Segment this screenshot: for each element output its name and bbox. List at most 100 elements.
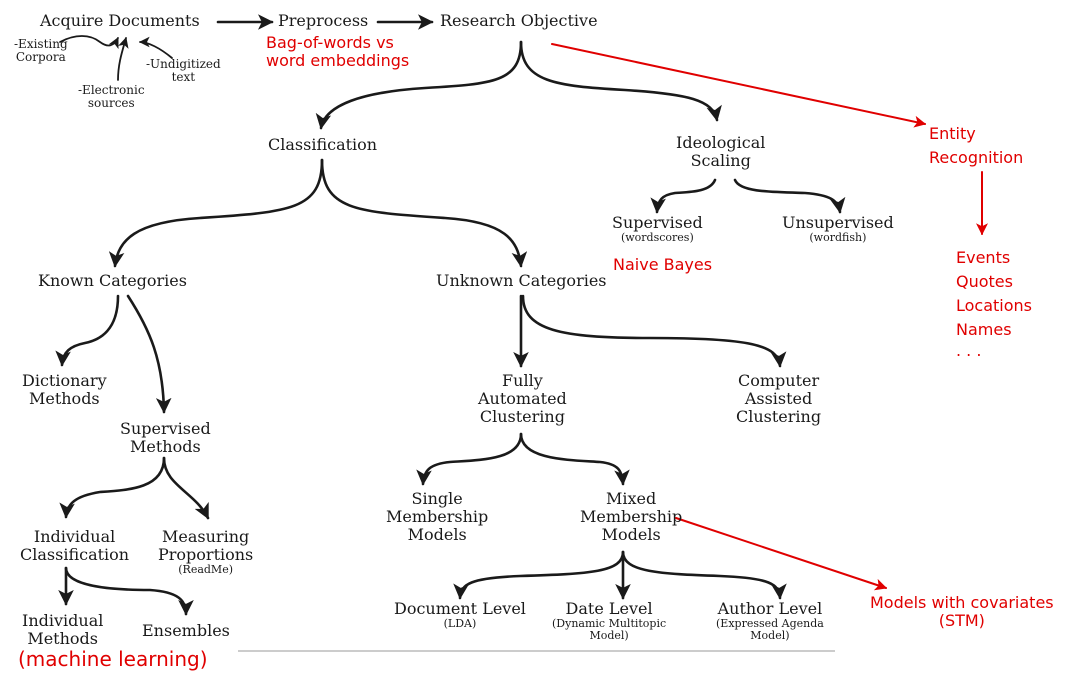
source-line: text xyxy=(171,69,196,84)
node-line: Single xyxy=(411,489,463,508)
source-line: -Electronic xyxy=(78,83,145,97)
node-line: Dictionary xyxy=(22,371,107,390)
brace-known-supervised xyxy=(126,294,172,414)
annotation-bag-of-words: Bag-of-words vs word embeddings xyxy=(266,34,409,70)
node-supervised-methods: Supervised Methods xyxy=(120,420,211,456)
node-line: Mixed xyxy=(606,489,657,508)
node-line: Scaling xyxy=(690,150,751,170)
node-subtitle: (ReadMe) xyxy=(178,562,233,576)
annotation-line: Bag-of-words vs xyxy=(266,33,394,52)
brace-individual-ensembles xyxy=(64,566,194,616)
brace-research-classification xyxy=(315,40,523,130)
arrow-undigitized-acquire xyxy=(138,36,173,59)
node-subtitle: Model) xyxy=(589,629,629,643)
source-line: -Existing xyxy=(14,37,68,51)
node-line: Individual xyxy=(33,527,116,546)
node-line: Clustering xyxy=(479,406,565,426)
annotation-line: Models with covariates xyxy=(870,593,1054,612)
entity-item: Quotes xyxy=(956,272,1013,291)
source-existing-corpora: -Existing Corpora xyxy=(14,38,68,63)
node-line: Methods xyxy=(28,388,100,408)
node-ensembles: Ensembles xyxy=(142,621,230,640)
node-line: Measuring xyxy=(162,527,250,546)
node-line: Methods xyxy=(130,436,201,456)
node-line: Membership xyxy=(386,506,489,526)
node-subtitle: (wordfish) xyxy=(809,230,867,244)
brace-classification-unknown xyxy=(320,158,528,268)
node-fully-automated-clustering: Fully Automated Clustering xyxy=(478,372,567,426)
annotation-line: (STM) xyxy=(938,610,985,630)
node-mixed-membership-models: Mixed Membership Models xyxy=(580,490,682,544)
node-document-level: Document Level (LDA) xyxy=(394,600,526,630)
arrow-mixed-covariates xyxy=(675,517,888,591)
entity-item: Locations xyxy=(956,296,1033,315)
brace-unknown-computer xyxy=(521,294,787,368)
node-research-objective: Research Objective xyxy=(440,11,598,30)
source-line: Corpora xyxy=(15,49,66,64)
entity-item: Events xyxy=(956,248,1011,267)
node-subtitle: (wordscores) xyxy=(620,230,694,244)
node-line: Unsupervised xyxy=(782,213,894,232)
node-supervised-scaling: Supervised (wordscores) xyxy=(612,214,703,244)
node-line: Membership xyxy=(580,506,683,526)
brace-fully-single xyxy=(416,432,523,486)
node-line: Proportions xyxy=(158,544,254,564)
node-unsupervised-scaling: Unsupervised (wordfish) xyxy=(782,214,894,244)
node-line: Supervised xyxy=(612,213,703,232)
annotation-line: word embeddings xyxy=(266,50,410,70)
node-line: Classification xyxy=(20,544,130,564)
node-line: Author Level xyxy=(717,599,823,618)
brace-classification-known xyxy=(108,158,324,268)
entity-item: Names xyxy=(956,320,1012,339)
annotation-line: Entity xyxy=(929,124,976,143)
node-acquire-documents: Acquire Documents xyxy=(40,11,200,30)
brace-known-dictionary xyxy=(55,294,120,367)
node-dictionary-methods: Dictionary Methods xyxy=(22,372,107,408)
node-line: Document Level xyxy=(394,599,526,618)
annotation-entity-items: Events Quotes Locations Names . . . xyxy=(956,246,1032,360)
brace-ideological-supervised xyxy=(650,178,717,214)
node-classification: Classification xyxy=(268,135,378,154)
brace-ideological-unsupervised xyxy=(733,178,846,214)
node-subtitle: (LDA) xyxy=(443,616,477,630)
node-line: Methods xyxy=(27,628,98,648)
arrow-research-entity xyxy=(551,43,927,128)
node-preprocess: Preprocess xyxy=(278,11,369,30)
node-line: Date Level xyxy=(565,599,653,618)
source-line: sources xyxy=(87,95,135,110)
node-individual-methods: Individual Methods xyxy=(22,612,103,648)
node-line: Models xyxy=(407,524,467,544)
node-ideological-scaling: Ideological Scaling xyxy=(676,134,765,170)
node-line: Assisted xyxy=(744,388,813,408)
node-measuring-proportions: Measuring Proportions (ReadMe) xyxy=(158,528,253,576)
annotation-machine-learning: (machine learning) xyxy=(18,647,208,671)
source-line: -Undigitized xyxy=(146,57,221,71)
brace-research-ideological xyxy=(519,40,722,122)
node-unknown-categories: Unknown Categories xyxy=(436,271,607,290)
arrow-existing-acquire xyxy=(59,35,119,50)
brace-supervised-measuring xyxy=(162,456,210,520)
node-known-categories: Known Categories xyxy=(38,271,187,290)
source-undigitized: -Undigitized text xyxy=(146,58,221,83)
brace-mixed-author xyxy=(621,550,787,600)
node-individual-classification: Individual Classification xyxy=(20,528,129,564)
node-line: Individual xyxy=(22,611,104,630)
node-line: Ideological xyxy=(676,133,766,152)
node-line: Clustering xyxy=(736,406,822,426)
node-line: Supervised xyxy=(120,419,211,438)
node-date-level: Date Level (Dynamic Multitopic Model) xyxy=(552,600,666,643)
source-electronic: -Electronic sources xyxy=(78,84,145,109)
annotation-line: Recognition xyxy=(929,148,1024,167)
arrow-electronic-acquire xyxy=(117,36,129,81)
annotation-entity-recognition: Entity Recognition xyxy=(929,122,1023,170)
node-subtitle: (Expressed Agenda xyxy=(716,616,824,630)
node-line: Computer xyxy=(737,371,820,390)
node-line: Models xyxy=(601,524,661,544)
node-single-membership-models: Single Membership Models xyxy=(386,490,488,544)
node-line: Automated xyxy=(478,388,567,408)
node-line: Fully xyxy=(502,371,543,390)
brace-fully-mixed xyxy=(519,432,630,486)
node-author-level: Author Level (Expressed Agenda Model) xyxy=(716,600,824,643)
node-subtitle: Model) xyxy=(750,629,790,643)
